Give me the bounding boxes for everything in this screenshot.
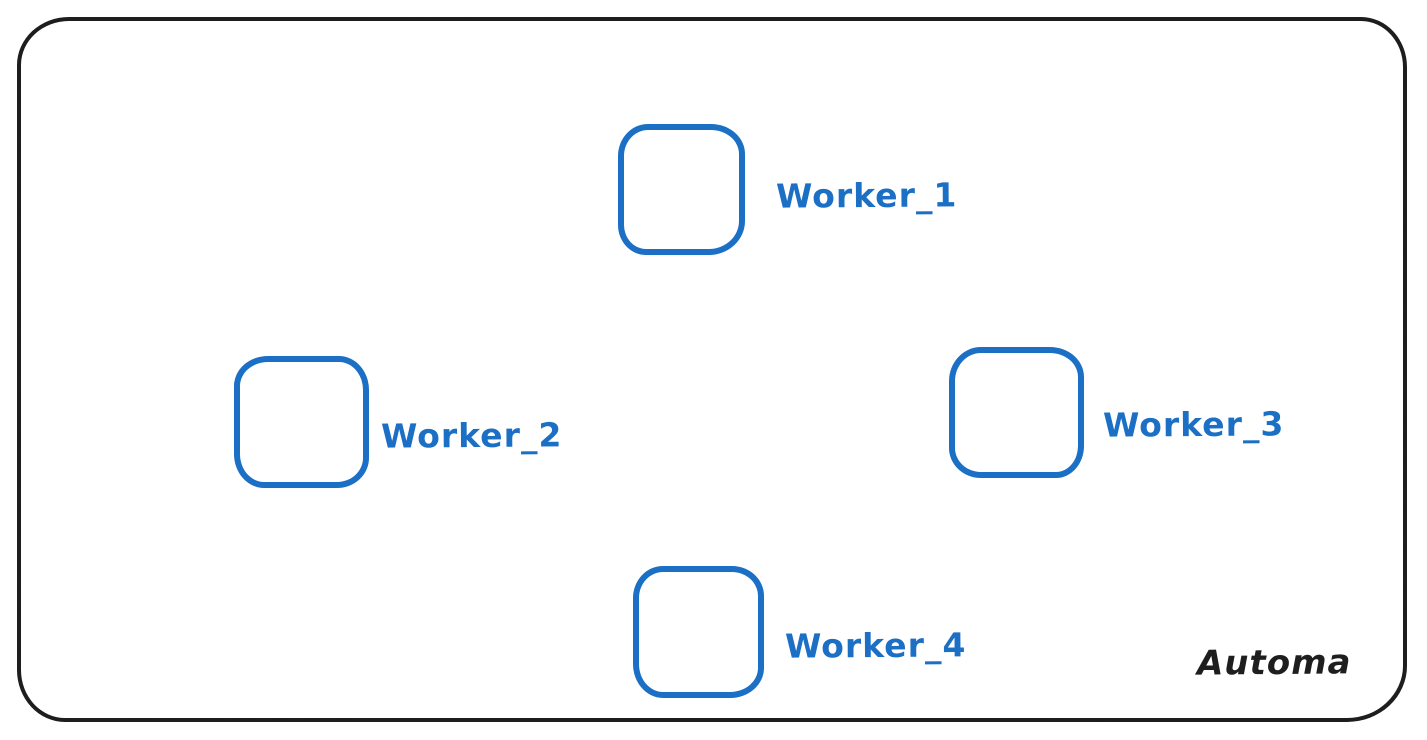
worker-3-label: Worker_3: [1102, 404, 1285, 445]
diagram-frame: Worker_1 Worker_2 Worker_3 Worker_4: [17, 17, 1407, 722]
automa-watermark: Automa: [1196, 642, 1352, 684]
worker-4-shape: [633, 566, 764, 698]
worker-node-3: Worker_3: [949, 347, 1284, 478]
worker-node-2: Worker_2: [234, 356, 562, 488]
worker-node-1: Worker_1: [618, 124, 957, 255]
worker-3-shape: [949, 347, 1084, 478]
worker-node-4: Worker_4: [633, 566, 966, 698]
worker-1-label: Worker_1: [775, 175, 958, 216]
worker-2-shape: [234, 356, 369, 488]
worker-1-shape: [618, 124, 745, 255]
worker-4-label: Worker_4: [784, 624, 967, 666]
worker-2-label: Worker_2: [380, 414, 563, 456]
